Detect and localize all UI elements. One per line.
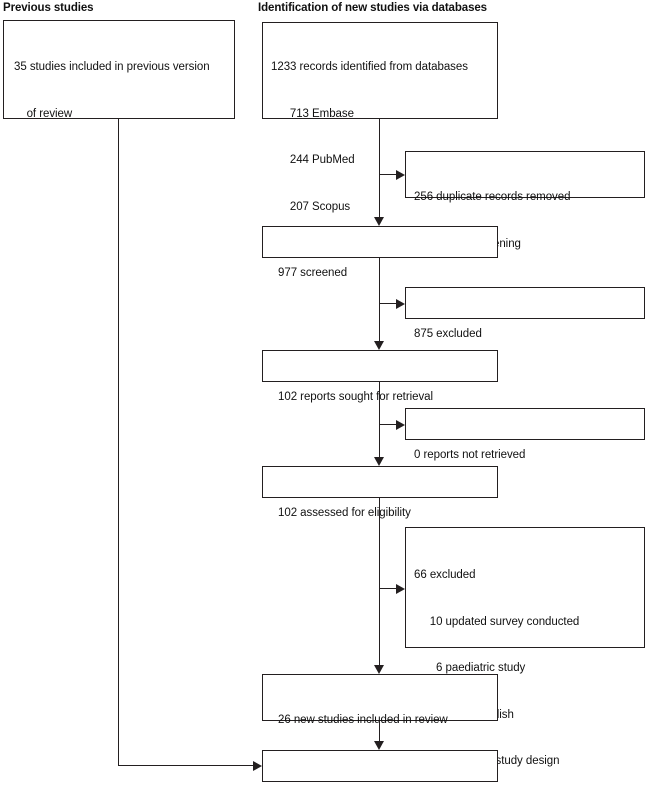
- box-reports-not-retrieved: 0 reports not retrieved: [405, 408, 645, 461]
- box-screened: 977 screened: [262, 226, 498, 279]
- connector-records-to-screened: [379, 119, 381, 220]
- box-assessed-for-eligibility: 102 assessed for eligibility: [262, 466, 498, 519]
- box-excluded-eligibility: 66 excluded 10 updated survey conducted …: [405, 527, 645, 767]
- connector-previous-to-total-horizontal: [118, 765, 256, 767]
- arrowhead-assessed-to-new-included: [374, 665, 384, 674]
- records-identified-embase: 713 Embase: [271, 107, 354, 120]
- connector-assessed-to-new-included: [379, 498, 381, 668]
- connector-to-excluded-screening: [379, 303, 397, 305]
- records-identified-pubmed: 244 PubMed: [271, 154, 355, 166]
- arrowhead-new-included-to-total: [374, 741, 384, 750]
- connector-to-excluded-eligibility: [379, 588, 397, 590]
- connector-screened-to-reports-sought: [379, 258, 381, 344]
- box-duplicate-records-removed: 256 duplicate records removed before scr…: [405, 151, 645, 250]
- records-identified-scopus: 207 Scopus: [271, 200, 351, 213]
- previous-studies-line-2: of review: [14, 107, 73, 120]
- connector-to-reports-not-retrieved: [379, 424, 397, 426]
- box-previous-studies: 35 studies included in previous version …: [3, 20, 235, 120]
- column-header-new-studies: Identification of new studies via databa…: [258, 2, 487, 14]
- arrowhead-previous-to-total: [253, 760, 262, 771]
- arrowhead-records-to-screened: [374, 217, 384, 226]
- box-total-studies-included: 71 total studies included in review: [262, 750, 498, 782]
- arrowhead-to-duplicates-removed: [396, 169, 405, 180]
- connector-new-included-to-total: [379, 721, 381, 744]
- arrowhead-screened-to-reports-sought: [374, 341, 384, 350]
- connector-to-duplicates-removed: [379, 174, 397, 176]
- connector-previous-to-total-vertical: [118, 119, 120, 766]
- excluded-eligibility-updated-survey: 10 updated survey conducted: [414, 615, 580, 628]
- arrowhead-reports-sought-to-assessed: [374, 457, 384, 466]
- excluded-screening-line-1: 875 excluded: [414, 328, 482, 340]
- duplicates-removed-line-1: 256 duplicate records removed: [414, 191, 571, 203]
- new-included-line-1: 26 new studies included in review: [278, 714, 448, 726]
- screened-line-1: 977 screened: [278, 267, 348, 279]
- box-reports-sought-for-retrieval: 102 reports sought for retrieval: [262, 350, 498, 403]
- column-header-previous-studies: Previous studies: [3, 2, 94, 14]
- assessed-eligibility-line-1: 102 assessed for eligibility: [278, 507, 411, 519]
- reports-not-retrieved-line-1: 0 reports not retrieved: [414, 449, 526, 461]
- arrowhead-to-excluded-screening: [396, 298, 405, 309]
- excluded-eligibility-line-1: 66 excluded: [414, 569, 476, 581]
- box-new-studies-included: 26 new studies included in review 10 upd…: [262, 674, 498, 773]
- arrowhead-to-excluded-eligibility: [396, 583, 405, 594]
- excluded-eligibility-paediatric: 6 paediatric study: [414, 662, 526, 674]
- reports-sought-line-1: 102 reports sought for retrieval: [278, 391, 434, 403]
- arrowhead-to-reports-not-retrieved: [396, 419, 405, 430]
- box-excluded-screening: 875 excluded: [405, 287, 645, 340]
- records-identified-line-1: 1233 records identified from databases: [271, 61, 468, 73]
- connector-reports-sought-to-assessed: [379, 382, 381, 460]
- box-records-identified: 1233 records identified from databases 7…: [262, 22, 498, 259]
- previous-studies-line-1: 35 studies included in previous version: [14, 61, 210, 73]
